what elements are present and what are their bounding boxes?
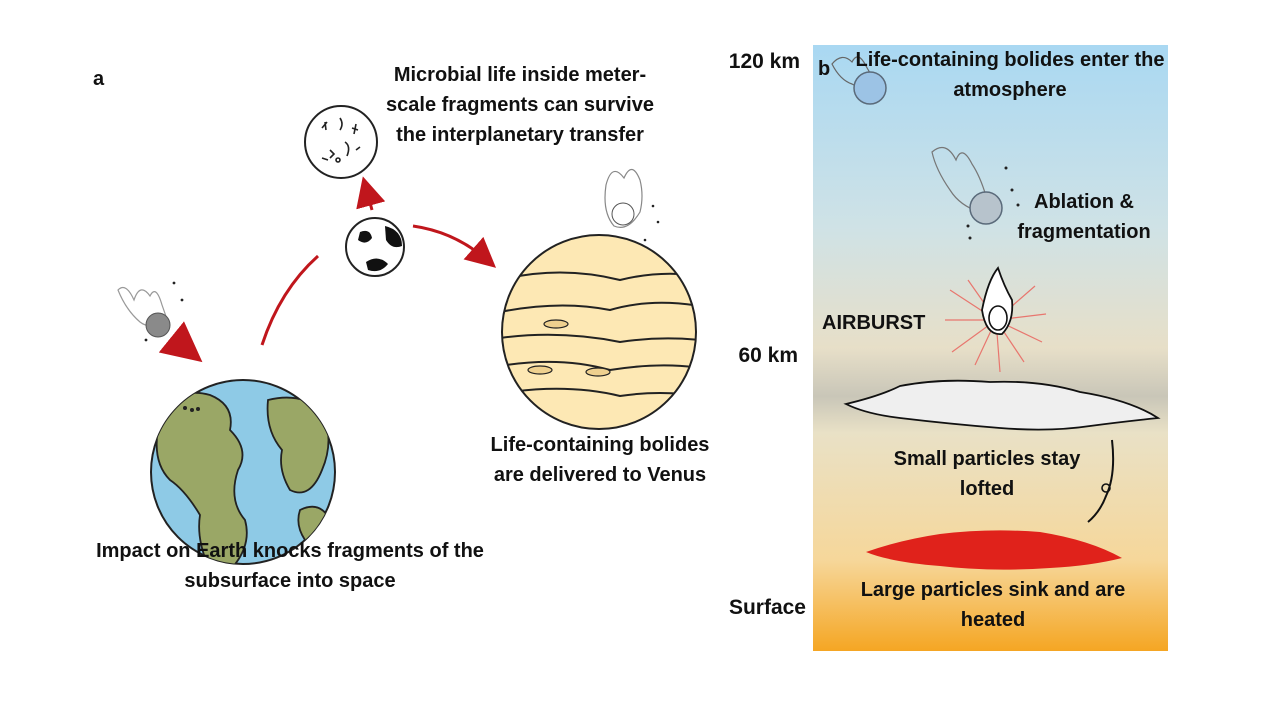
- panel-b-letter: b: [818, 58, 831, 80]
- arrow-to-venus: [412, 224, 497, 268]
- label-microbial-survival: Microbial life inside meter-scale fragme…: [386, 64, 654, 146]
- rock-fragment: [345, 217, 405, 277]
- drifting-particle-path: [1087, 439, 1115, 523]
- panel-a-letter: a: [93, 68, 105, 90]
- label-impact-on-earth: Impact on Earth knocks fragments of the …: [96, 540, 484, 592]
- label-bolides-enter: Life-containing bolides enter the atmosp…: [855, 49, 1165, 101]
- ablating-bolide: [931, 146, 1020, 240]
- label-delivered-to-venus: Life-containing bolides are delivered to…: [490, 434, 710, 486]
- venus-meteor: [604, 168, 660, 242]
- hot-particle-layer: [866, 530, 1122, 570]
- cloud-deck: [843, 379, 1161, 431]
- altitude-120km: 120 km: [728, 50, 800, 73]
- altitude-surface: Surface: [728, 596, 806, 619]
- ejecta-arc: [260, 254, 320, 346]
- arrow-to-microbe-view: [356, 176, 386, 211]
- venus-planet: [501, 234, 697, 430]
- label-airburst: AIRBURST: [822, 312, 926, 334]
- label-ablation: Ablation & fragmentation: [1017, 191, 1151, 243]
- incoming-meteor: [117, 281, 203, 363]
- microbe-closeup: [304, 105, 378, 179]
- label-small-particles: Small particles stay lofted: [893, 448, 1081, 500]
- label-large-particles: Large particles sink and are heated: [860, 579, 1126, 631]
- entering-bolide: [831, 56, 887, 105]
- altitude-60km: 60 km: [738, 344, 798, 367]
- airburst-explosion: [945, 266, 1047, 373]
